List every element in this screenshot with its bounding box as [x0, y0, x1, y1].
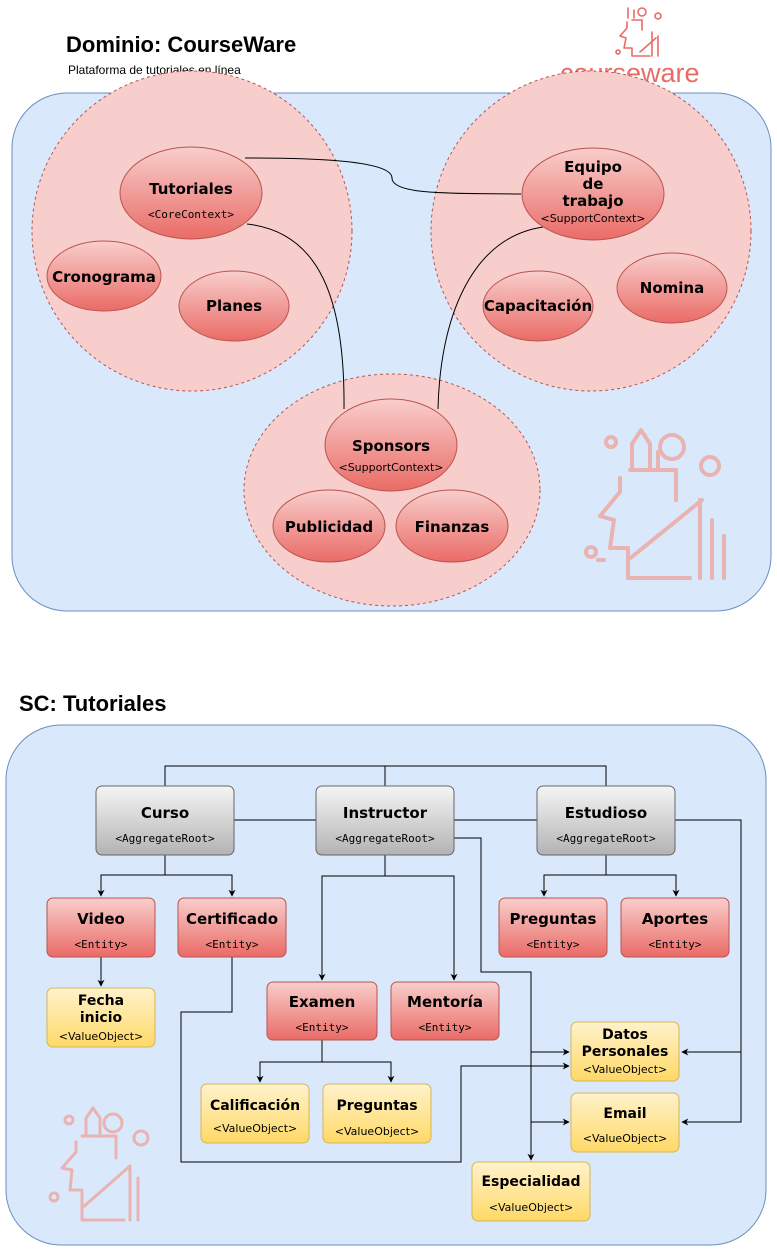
- curso-aggregate-root[interactable]: Curso <AggregateRoot>: [95, 785, 235, 856]
- fecha-inicio-stereotype: <ValueObject>: [59, 1030, 143, 1043]
- subcontext-title: SC: Tutoriales: [19, 691, 167, 716]
- tutoriales-sponsors-link: [246, 223, 345, 410]
- cronograma-node[interactable]: Cronograma: [46, 240, 162, 312]
- aportes-stereotype: <Entity>: [649, 938, 702, 951]
- nomina-label: Nomina: [640, 279, 704, 297]
- fecha-inicio-label-1: Fecha: [78, 993, 124, 1009]
- tutoriales-stereotype: <CoreContext>: [148, 208, 234, 221]
- aportes-label: Aportes: [642, 910, 708, 928]
- mentoria-label: Mentoría: [407, 993, 483, 1011]
- watermark-head-icon-small: [48, 1106, 150, 1222]
- equipo-label-2: de: [583, 175, 604, 193]
- mentoria-entity[interactable]: Mentoría <Entity>: [390, 981, 500, 1041]
- sponsors-label: Sponsors: [352, 437, 430, 455]
- especialidad-label: Especialidad: [481, 1174, 580, 1190]
- nomina-node[interactable]: Nomina: [616, 252, 728, 324]
- certificado-label: Certificado: [186, 910, 278, 928]
- equipo-stereotype: <SupportContext>: [540, 212, 645, 225]
- curso-stereotype: <AggregateRoot>: [115, 832, 215, 845]
- examen-stereotype: <Entity>: [296, 1021, 349, 1034]
- video-label: Video: [77, 910, 125, 928]
- finanzas-node[interactable]: Finanzas: [395, 489, 509, 563]
- watermark-head-icon: [584, 428, 726, 580]
- certificado-stereotype: <Entity>: [206, 938, 259, 951]
- subcontext-connectors: [97, 765, 742, 1163]
- equipo-sponsors-link: [437, 226, 544, 410]
- publicidad-node[interactable]: Publicidad: [272, 489, 386, 563]
- capacitacion-label: Capacitación: [484, 297, 592, 315]
- estudioso-label: Estudioso: [565, 804, 647, 822]
- sponsors-context-node[interactable]: Sponsors <SupportContext>: [324, 398, 458, 492]
- equipo-label-3: trabajo: [563, 192, 624, 210]
- datos-personales-value-object[interactable]: Datos Personales <ValueObject>: [570, 1021, 680, 1082]
- estudioso-stereotype: <AggregateRoot>: [556, 832, 656, 845]
- instructor-aggregate-root[interactable]: Instructor <AggregateRoot>: [315, 785, 455, 856]
- calificacion-stereotype: <ValueObject>: [213, 1122, 297, 1135]
- capacitacion-node[interactable]: Capacitación: [482, 270, 594, 342]
- domain-title: Dominio: CourseWare: [66, 32, 296, 57]
- datos-personales-label-2: Personales: [582, 1044, 669, 1060]
- examen-label: Examen: [289, 993, 356, 1011]
- tutoriales-equipo-link: [244, 157, 522, 195]
- especialidad-stereotype: <ValueObject>: [489, 1201, 573, 1214]
- sponsors-stereotype: <SupportContext>: [338, 461, 443, 474]
- video-stereotype: <Entity>: [75, 938, 128, 951]
- planes-node[interactable]: Planes: [178, 270, 290, 342]
- fecha-inicio-label-2: inicio: [80, 1010, 123, 1026]
- cronograma-label: Cronograma: [52, 268, 156, 286]
- preguntas-vo-label: Preguntas: [336, 1098, 417, 1114]
- preguntas-entity[interactable]: Preguntas <Entity>: [498, 897, 608, 958]
- mentoria-stereotype: <Entity>: [419, 1021, 472, 1034]
- publicidad-label: Publicidad: [285, 518, 373, 536]
- courseware-head-icon: [615, 7, 662, 57]
- datos-personales-label-1: Datos: [602, 1027, 648, 1043]
- tutoriales-label: Tutoriales: [149, 180, 233, 198]
- planes-label: Planes: [206, 297, 262, 315]
- preguntas-vo-stereotype: <ValueObject>: [335, 1125, 419, 1138]
- estudioso-aggregate-root[interactable]: Estudioso <AggregateRoot>: [536, 785, 676, 856]
- preguntas-entity-label: Preguntas: [510, 910, 597, 928]
- fecha-inicio-value-object[interactable]: Fecha inicio <ValueObject>: [46, 987, 156, 1048]
- email-value-object[interactable]: Email <ValueObject>: [570, 1092, 680, 1153]
- examen-entity[interactable]: Examen <Entity>: [266, 981, 378, 1041]
- equipo-context-node[interactable]: Equipo de trabajo <SupportContext>: [521, 147, 665, 241]
- email-stereotype: <ValueObject>: [583, 1132, 667, 1145]
- tutoriales-context-node[interactable]: Tutoriales <CoreContext>: [119, 146, 263, 240]
- calificacion-value-object[interactable]: Calificación <ValueObject>: [200, 1083, 310, 1144]
- equipo-label-1: Equipo: [564, 158, 622, 176]
- aportes-entity[interactable]: Aportes <Entity>: [620, 897, 730, 958]
- finanzas-label: Finanzas: [415, 518, 490, 536]
- preguntas-value-object[interactable]: Preguntas <ValueObject>: [322, 1083, 432, 1144]
- especialidad-value-object[interactable]: Especialidad <ValueObject>: [471, 1161, 591, 1222]
- certificado-entity[interactable]: Certificado <Entity>: [177, 897, 287, 958]
- datos-personales-stereotype: <ValueObject>: [583, 1063, 667, 1076]
- instructor-label: Instructor: [343, 804, 428, 822]
- preguntas-entity-stereotype: <Entity>: [527, 938, 580, 951]
- curso-label: Curso: [141, 804, 189, 822]
- calificacion-label: Calificación: [210, 1098, 300, 1114]
- email-label: Email: [603, 1106, 646, 1122]
- video-entity[interactable]: Video <Entity>: [46, 897, 156, 958]
- instructor-stereotype: <AggregateRoot>: [335, 832, 435, 845]
